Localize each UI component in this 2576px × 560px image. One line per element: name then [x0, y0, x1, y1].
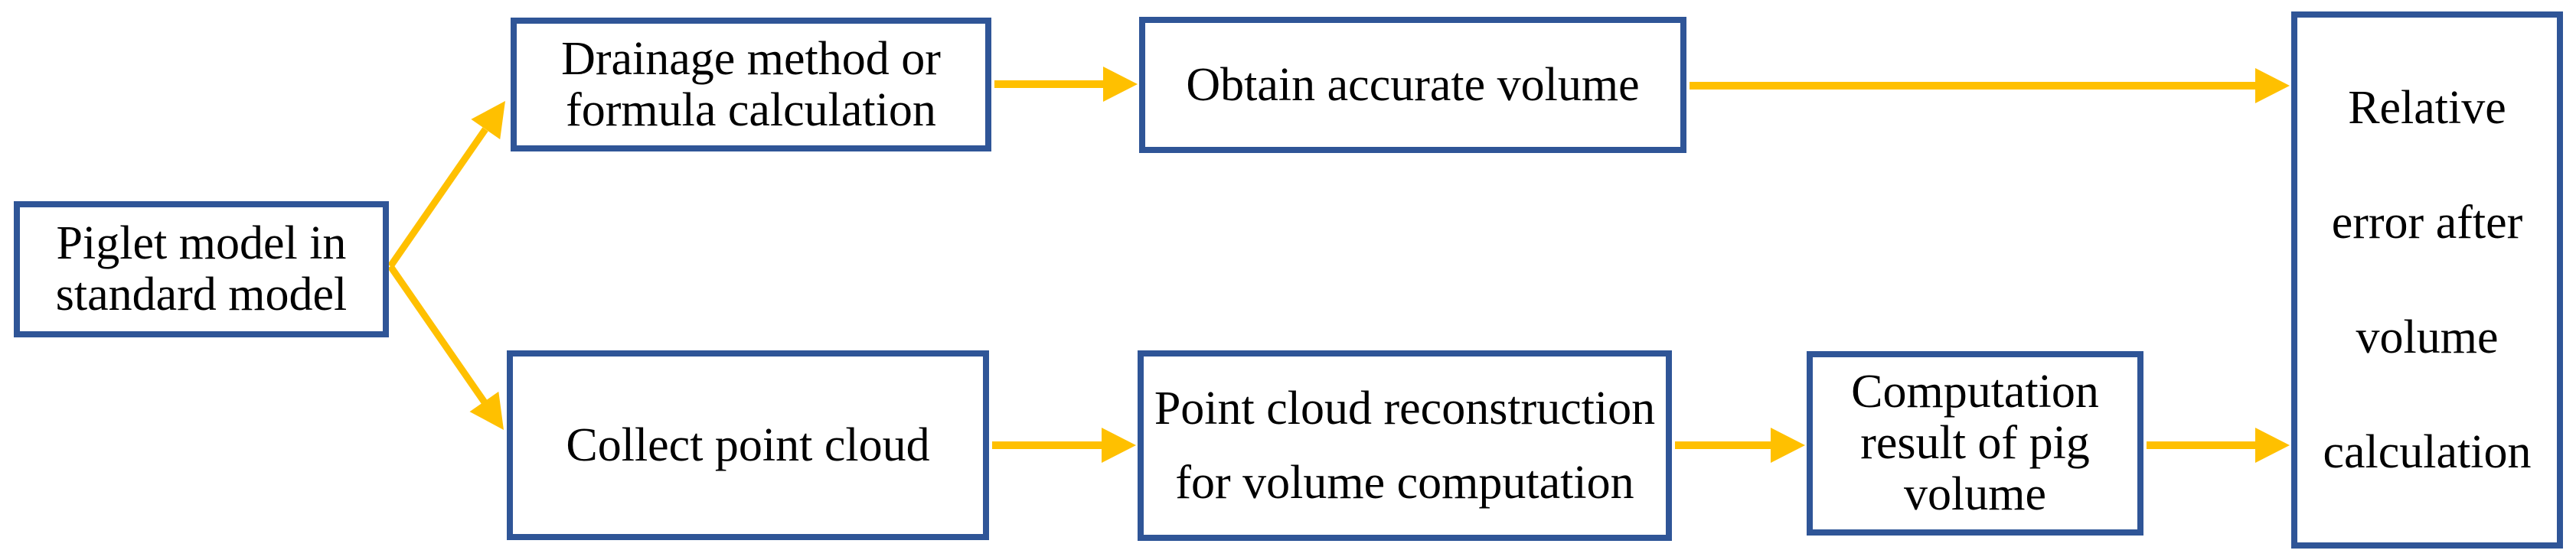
arrow-pointcloud-to-computation — [1675, 428, 1805, 463]
arrow-obtain-to-relative — [1690, 68, 2290, 103]
node-obtain-accurate-volume: Obtain accurate volume — [1139, 17, 1686, 153]
node-collect-point-cloud: Collect point cloud — [507, 350, 989, 540]
node-computation-result: Computation result of pig volume — [1807, 351, 2143, 536]
arrow-collect-to-pointcloud — [992, 428, 1136, 463]
node-piglet-model-label: Piglet model in standard model — [55, 217, 348, 321]
arrow-piglet-to-collect — [387, 264, 504, 430]
node-obtain-accurate-volume-label: Obtain accurate volume — [1186, 58, 1640, 111]
node-collect-point-cloud-label: Collect point cloud — [566, 418, 930, 471]
node-drainage-method: Drainage method or formula calculation — [511, 18, 991, 151]
node-relative-error: Relative error after volume calculation — [2291, 11, 2563, 549]
arrow-computation-to-relative — [2147, 428, 2290, 463]
node-point-cloud-reconstruction-label: Point cloud reconstruction for volume co… — [1154, 382, 1656, 509]
node-computation-result-label: Computation result of pig volume — [1851, 366, 2099, 520]
node-relative-error-label: Relative error after volume calculation — [2323, 81, 2532, 479]
arrow-drainage-to-obtain — [994, 67, 1138, 102]
node-point-cloud-reconstruction: Point cloud reconstruction for volume co… — [1138, 350, 1672, 541]
node-drainage-method-label: Drainage method or formula calculation — [561, 32, 941, 136]
arrow-piglet-to-drainage — [387, 101, 505, 269]
node-piglet-model: Piglet model in standard model — [14, 201, 389, 337]
